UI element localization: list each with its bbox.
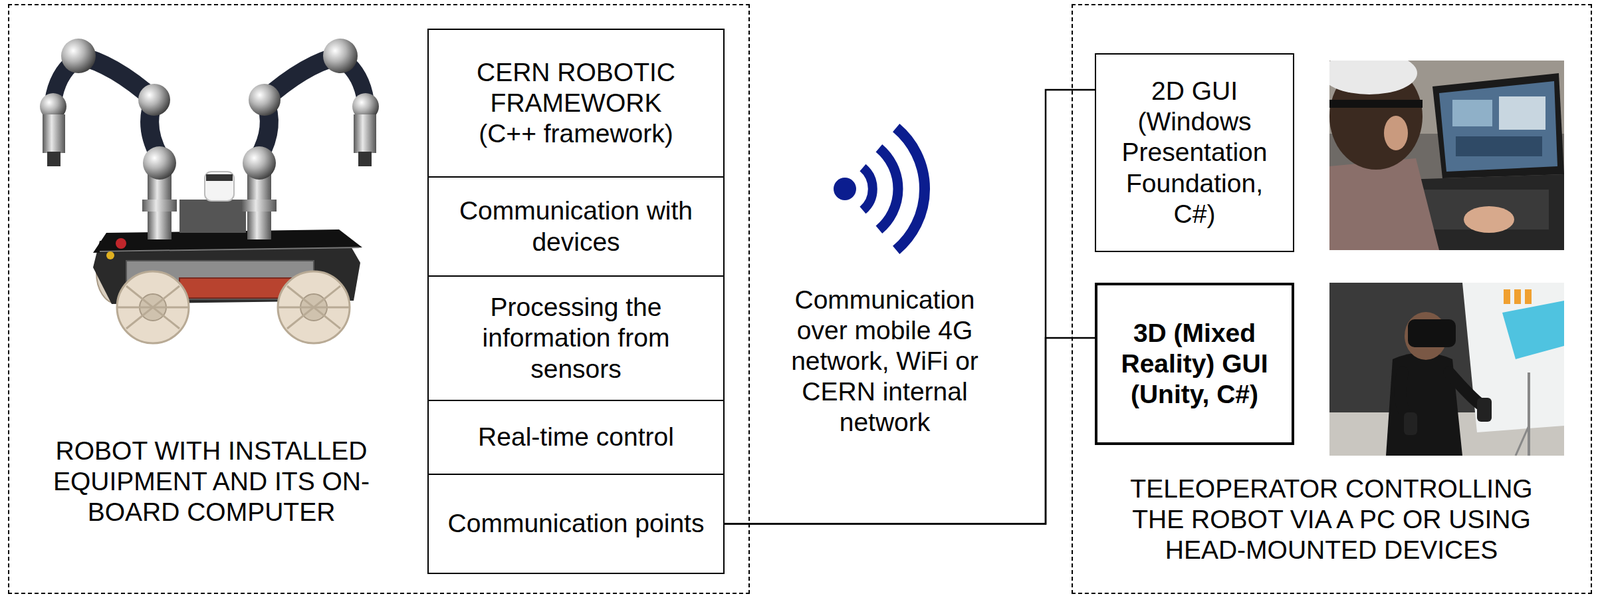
mecanum-wheel: [116, 306, 189, 309]
robot-illustration: [206, 174, 233, 181]
laptop-photo: [1329, 158, 1440, 250]
vr-headset-photo: [1462, 282, 1565, 433]
robot-illustration: [99, 247, 359, 252]
connector-line: [724, 89, 1095, 524]
region-caption: ROBOT WITH INSTALLED EQUIPMENT AND ITS O…: [31, 435, 391, 528]
robot-illustration: [115, 237, 127, 249]
robot-illustration: [93, 229, 363, 253]
laptop-photo: [1329, 60, 1418, 95]
laptop-photo: [1463, 206, 1515, 233]
laptop-photo: [1432, 73, 1565, 179]
vr-headset-photo: [1400, 372, 1410, 419]
mecanum-wheel: [277, 306, 350, 309]
box-text: Communication points: [448, 507, 705, 539]
process-box: Communication with devices: [427, 176, 725, 277]
robot-illustration: [204, 171, 234, 201]
process-box: 3D (Mixed Reality) GUI (Unity, C#): [1094, 282, 1295, 445]
robot-illustration: [142, 146, 177, 180]
vr-headset-photo: [1514, 289, 1521, 304]
robot-illustration: [106, 251, 115, 260]
process-box: Real-time control: [427, 399, 725, 475]
laptop-photo: [1455, 136, 1543, 157]
vr-headset-photo: [1515, 425, 1529, 456]
robot-illustration: [42, 114, 66, 153]
wifi-symbol: [862, 167, 873, 211]
robot-illustration: [179, 199, 246, 233]
vr-headset-photo: [1503, 289, 1511, 304]
vr-headset-photo: [1329, 282, 1565, 456]
robot-illustration: [61, 38, 96, 74]
vr-headset-photo: [1329, 282, 1565, 456]
robot-illustration: [358, 151, 372, 167]
process-box: Processing the information from sensors: [427, 275, 725, 401]
region-caption: TELEOPERATOR CONTROLLING THE ROBOT VIA A…: [1112, 473, 1551, 566]
process-box: Communication points: [427, 473, 725, 574]
mecanum-wheel: [116, 271, 189, 343]
box-text: 2D GUI (Windows Presentation Foundation,…: [1104, 75, 1285, 229]
process-box: 2D GUI (Windows Presentation Foundation,…: [1094, 53, 1295, 252]
wifi-symbol: [878, 148, 899, 230]
laptop-photo: [1452, 99, 1493, 127]
wifi-symbol: [896, 127, 925, 250]
laptop-photo: [1498, 96, 1546, 130]
robot-illustration: [353, 114, 377, 153]
laptop-photo: [1329, 99, 1423, 108]
box-text: Real-time control: [477, 421, 675, 453]
laptop-photo: [1439, 81, 1558, 172]
mecanum-wheel: [277, 271, 350, 343]
mecanum-wheel: [277, 271, 350, 343]
vr-headset-photo: [1407, 319, 1456, 347]
laptop-photo: [1383, 115, 1408, 151]
wifi-symbol: [833, 177, 857, 201]
robot-illustration: [323, 38, 358, 74]
laptop-photo: [1329, 60, 1565, 250]
robot-illustration: [39, 38, 379, 343]
vr-headset-photo: [1527, 372, 1531, 456]
vr-headset-photo: [1524, 289, 1532, 304]
robot-illustration: [242, 146, 276, 180]
process-box: CERN ROBOTIC FRAMEWORK (C++ framework): [427, 28, 725, 178]
wifi-symbol: [833, 127, 925, 250]
robot-illustration: [138, 83, 171, 116]
vr-headset-photo: [1502, 300, 1565, 359]
box-text: Communication with devices: [434, 195, 718, 257]
vr-headset-photo: [1477, 397, 1492, 422]
robot-illustration: [248, 83, 281, 116]
vr-headset-photo: [1403, 412, 1418, 435]
robot-illustration: [47, 151, 61, 167]
box-text: Processing the information from sensors: [434, 291, 718, 384]
robot-illustration: [241, 199, 277, 212]
box-text: CERN ROBOTIC FRAMEWORK (C++ framework): [467, 57, 685, 149]
region-frame: TELEOPERATOR CONTROLLING THE ROBOT VIA A…: [1071, 3, 1593, 594]
box-text: 3D (Mixed Reality) GUI (Unity, C#): [1108, 317, 1281, 410]
region-frame: ROBOT WITH INSTALLED EQUIPMENT AND ITS O…: [7, 3, 750, 594]
mecanum-wheel: [116, 271, 189, 343]
network-label: Communication over mobile 4G network, Wi…: [778, 284, 992, 438]
robot-illustration: [142, 199, 177, 212]
